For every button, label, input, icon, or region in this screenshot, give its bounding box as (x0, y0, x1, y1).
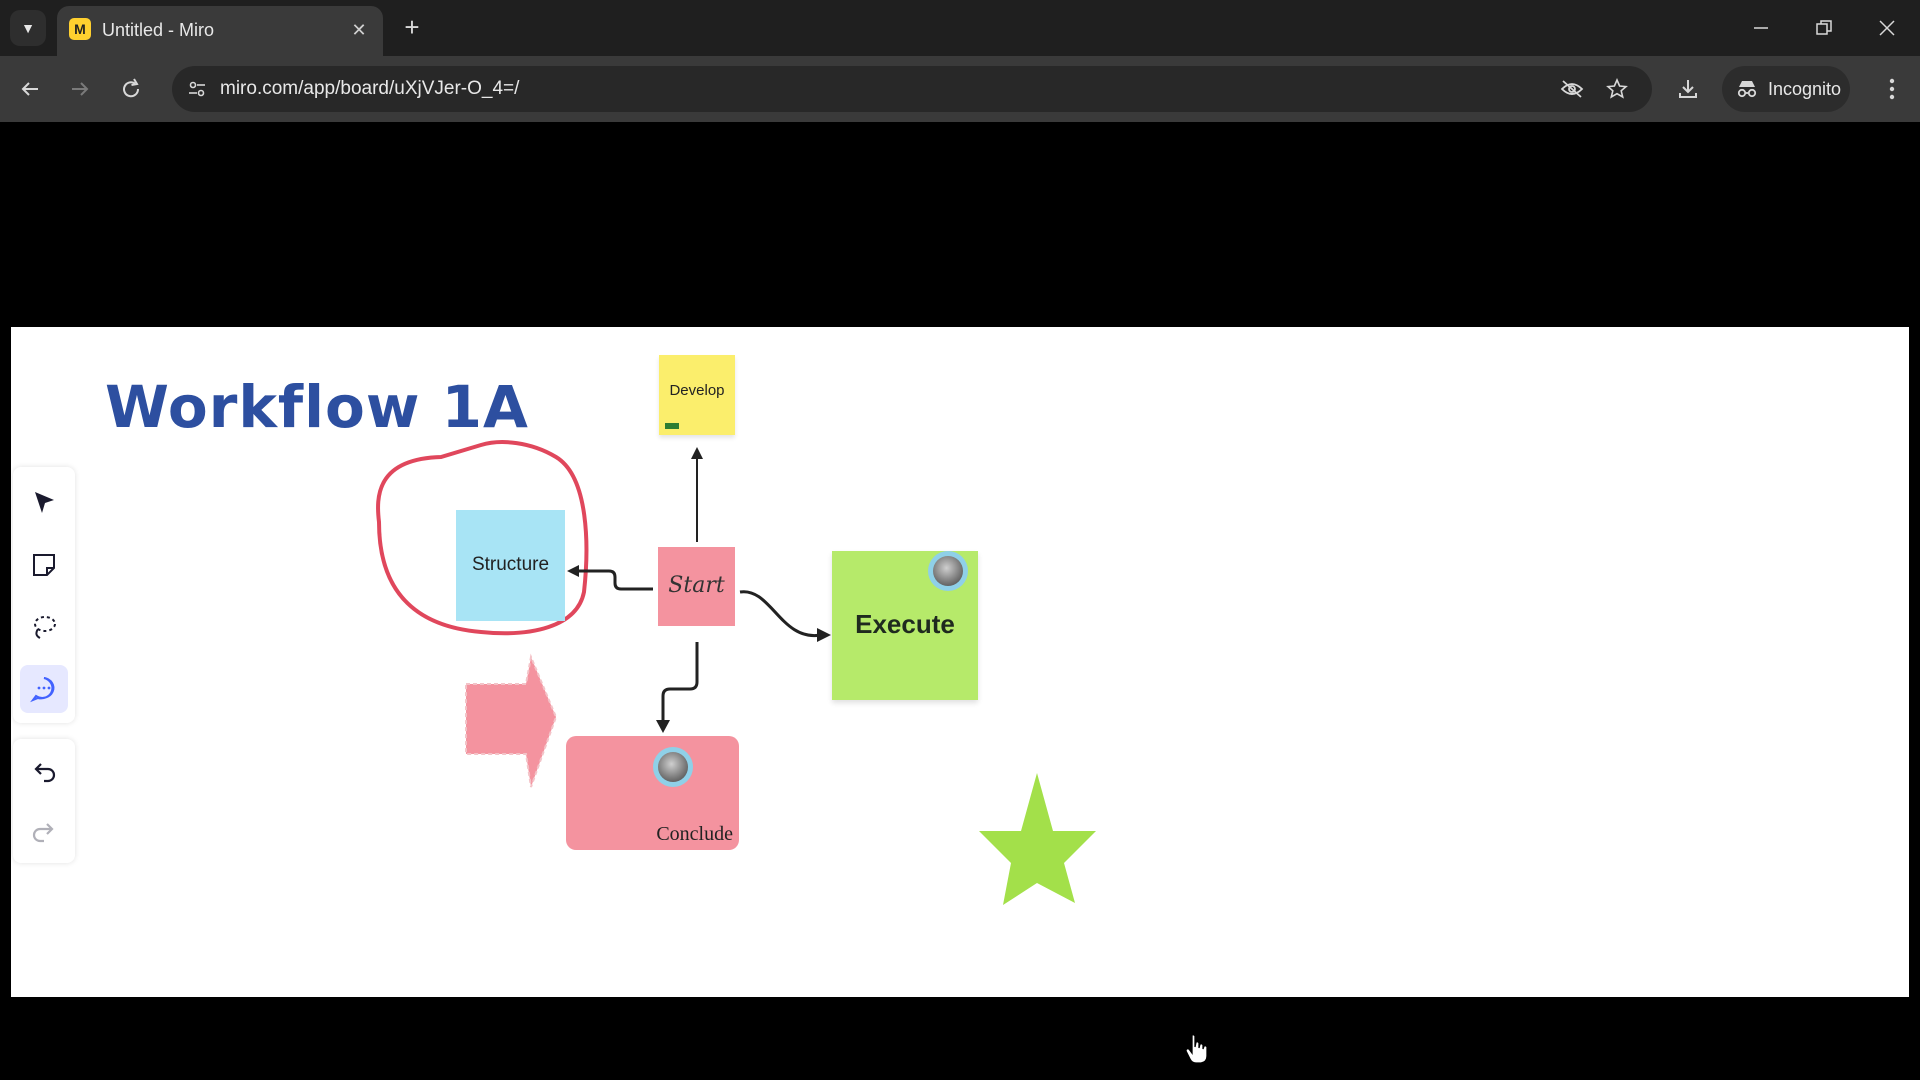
undo-button[interactable] (20, 747, 68, 795)
lasso-tool-button[interactable] (20, 603, 68, 651)
connector-start-to-structure[interactable] (567, 565, 653, 591)
shape-label: Conclude (656, 823, 733, 845)
eye-off-icon[interactable] (1557, 74, 1587, 104)
connector-start-to-execute[interactable] (739, 590, 831, 642)
browser-menu-button[interactable] (1874, 71, 1910, 107)
tab-search-button[interactable]: ▼ (10, 10, 46, 46)
sticky-note-label: Structure (471, 554, 550, 575)
sticky-note-label: Develop (669, 382, 725, 399)
green-star-shape[interactable] (979, 773, 1096, 905)
sticky-tag-indicator (665, 423, 679, 429)
sticky-note-start[interactable]: Start (658, 547, 735, 626)
comment-icon (30, 677, 55, 703)
back-button[interactable] (12, 71, 48, 107)
miro-favicon-icon: M (69, 18, 91, 40)
select-tool-button[interactable] (20, 479, 68, 527)
comment-tool-button[interactable] (20, 665, 68, 713)
cursor-arrow-icon (35, 492, 54, 513)
minimize-icon (1754, 27, 1768, 29)
tab-bar: ▼ M Untitled - Miro ✕ + (0, 0, 1920, 56)
pink-arrow-shape[interactable] (465, 653, 558, 788)
sticky-note-label: Execute (855, 609, 955, 639)
reload-button[interactable] (113, 71, 149, 107)
restore-button[interactable] (1799, 8, 1849, 48)
collaborator-avatar[interactable] (653, 747, 693, 787)
reload-icon (123, 78, 140, 98)
sticky-note-label: Start (668, 573, 725, 598)
new-tab-button[interactable]: + (404, 11, 420, 42)
redo-icon (32, 823, 54, 843)
undo-icon (34, 763, 56, 783)
close-tab-icon[interactable]: ✕ (351, 19, 367, 40)
redo-button[interactable] (20, 807, 68, 855)
red-freehand-circle[interactable] (376, 440, 589, 636)
bookmark-star-icon[interactable] (1602, 74, 1632, 104)
shape-conclude[interactable]: Conclude (566, 736, 739, 850)
tab-title: Untitled - Miro (102, 20, 215, 40)
close-window-button[interactable] (1862, 8, 1912, 48)
lasso-icon (34, 616, 56, 639)
arrow-right-icon (72, 82, 89, 96)
browser-tab[interactable]: M Untitled - Miro ✕ (57, 6, 383, 56)
site-info-icon[interactable] (182, 74, 212, 104)
download-icon (1679, 80, 1697, 98)
close-icon (1879, 20, 1895, 36)
sticky-note-develop[interactable]: Develop (659, 355, 735, 435)
miro-board-canvas[interactable]: Workflow 1A Develop (11, 327, 1909, 997)
sticky-note-icon (33, 554, 55, 576)
arrow-left-icon (21, 82, 38, 96)
url-text: miro.com/app/board/uXjVJer-O_4=/ (220, 78, 520, 99)
chevron-down-icon: ▼ (21, 20, 35, 36)
more-vertical-icon (1889, 78, 1895, 100)
sticky-note-structure[interactable]: Structure (456, 510, 565, 621)
board-title[interactable]: Workflow 1A (105, 373, 529, 441)
collaborator-avatar[interactable] (928, 551, 968, 591)
restore-icon (1816, 20, 1832, 35)
hand-pointer-cursor-icon (1185, 1034, 1208, 1064)
browser-toolbar: miro.com/app/board/uXjVJer-O_4=/ Incogni… (0, 56, 1920, 122)
connector-start-to-conclude[interactable] (656, 642, 699, 733)
board-shapes-layer (376, 440, 1096, 905)
creation-toolbar (13, 467, 75, 723)
incognito-label: Incognito (1768, 78, 1842, 99)
download-button[interactable] (1670, 71, 1706, 107)
address-bar[interactable]: miro.com/app/board/uXjVJer-O_4=/ (172, 66, 1652, 112)
history-toolbar (13, 739, 75, 863)
incognito-icon (1737, 81, 1757, 98)
incognito-badge[interactable]: Incognito (1722, 66, 1850, 112)
minimize-button[interactable] (1736, 8, 1786, 48)
connector-start-to-develop[interactable] (691, 447, 703, 542)
sticky-note-tool-button[interactable] (20, 541, 68, 589)
forward-button[interactable] (62, 71, 98, 107)
